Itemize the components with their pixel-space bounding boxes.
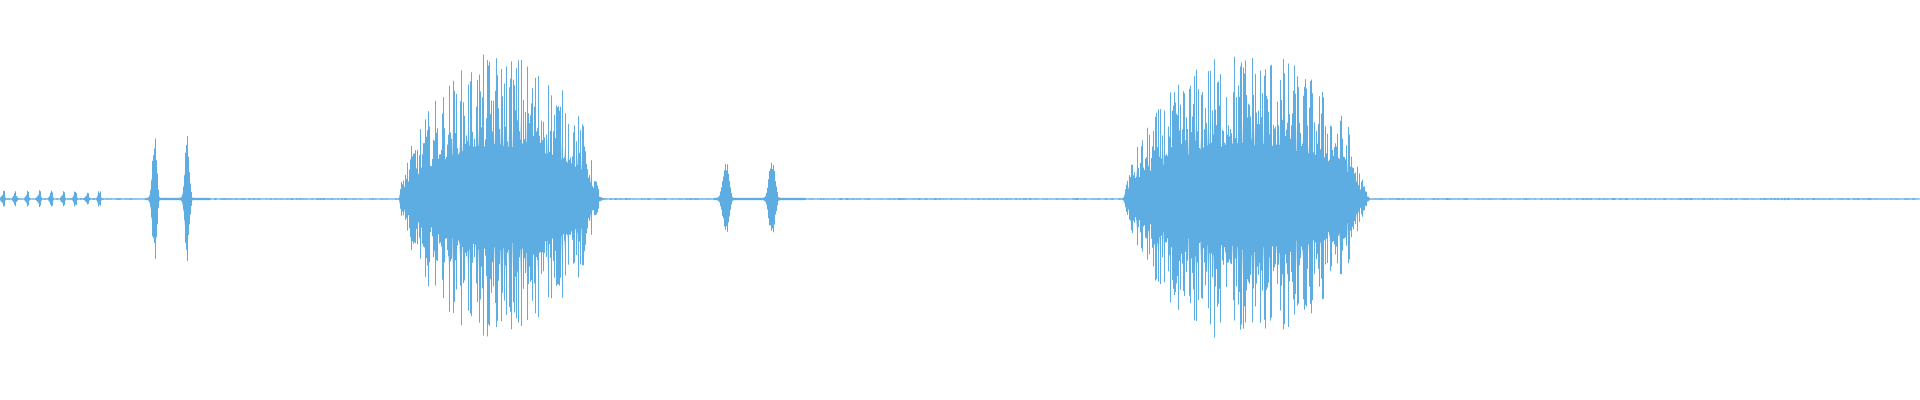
- waveform-spikes: [3, 54, 1367, 338]
- waveform-envelope: [0, 112, 1919, 286]
